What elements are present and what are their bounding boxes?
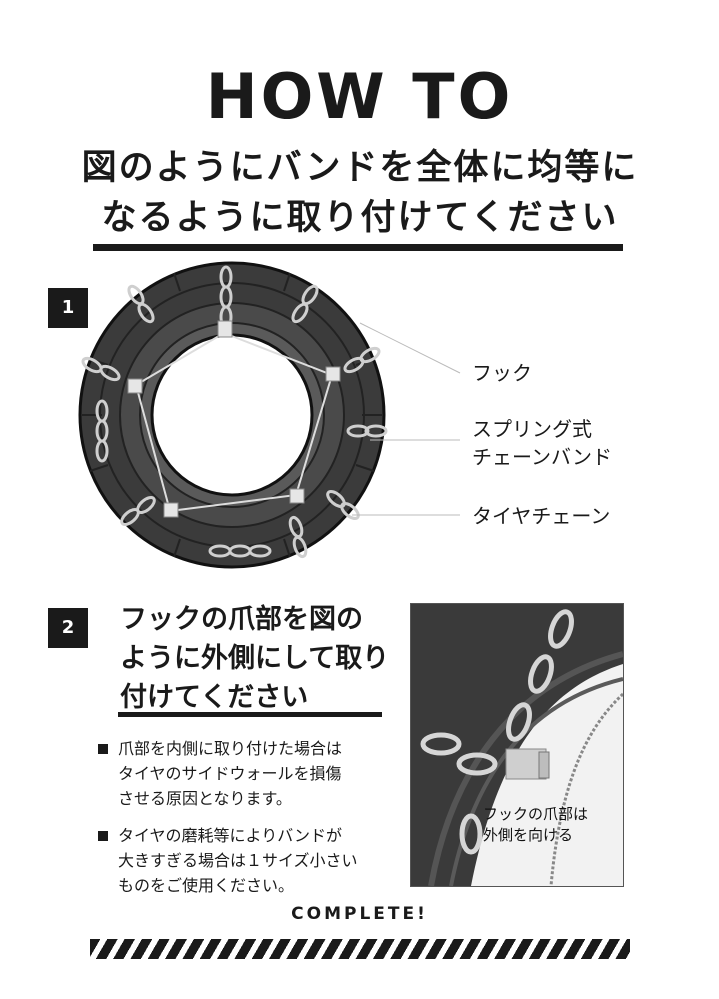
tire-chain [81, 265, 388, 559]
spring-band [134, 331, 334, 513]
photo-caption-line-1: フックの爪部は [483, 805, 589, 823]
note-2-line-1: タイヤの磨耗等によりバンドが [118, 826, 343, 845]
page-title: HOW TO [205, 60, 514, 133]
note-1-line-1: 爪部を内側に取り付けた場合は [118, 739, 343, 758]
note-2-line-3: ものをご使用ください。 [118, 876, 295, 895]
note-1-line-2: タイヤのサイドウォールを損傷 [118, 764, 342, 783]
step-2-heading-line-3: 付けてください [120, 682, 309, 713]
tire-chain-illustration [78, 261, 461, 569]
wheel-hole [150, 333, 314, 497]
headline-line-2: なるように取り付けてください [101, 198, 619, 238]
step-2-badge: 2 [48, 608, 88, 648]
callout-chain: タイヤチェーン [472, 504, 611, 528]
note-2-line-2: 大きすぎる場合は１サイズ小さい [118, 851, 358, 870]
step-2-heading-line-2: ように外側にして取り [120, 643, 390, 674]
step-2-heading-underline [118, 712, 382, 717]
headline-underline [93, 244, 623, 251]
step-1-badge: 1 [48, 288, 88, 328]
callout-band-line-2: チェーンバンド [472, 445, 612, 469]
square-bullet-icon [98, 831, 108, 841]
hook-closeup-photo: フックの爪部は 外側を向ける [410, 603, 624, 887]
callout-hook: フック [472, 361, 532, 385]
step-2-heading-line-1: フックの爪部を図の [120, 604, 363, 635]
callout-band-line-1: スプリング式 [472, 417, 592, 441]
hook-closeup-illustration [411, 604, 623, 886]
hazard-stripe [90, 939, 630, 959]
photo-caption-line-2: 外側を向ける [483, 826, 574, 844]
complete-label: COMPLETE! [291, 904, 428, 924]
square-bullet-icon [98, 744, 108, 754]
headline-line-1: 図のようにバンドを全体に均等に [81, 148, 639, 188]
note-1-line-3: させる原因となります。 [118, 789, 292, 808]
